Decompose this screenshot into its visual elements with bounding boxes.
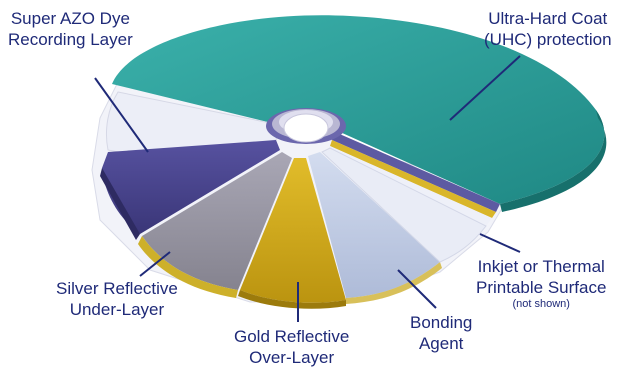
layer-stripes-right-gold	[330, 140, 496, 218]
label-inkjet-line1: Inkjet or Thermal	[477, 257, 605, 276]
azo-dye-wedge	[102, 140, 280, 234]
label-bonding: Bonding Agent	[410, 312, 472, 354]
uhc-coat-layer	[112, 15, 605, 205]
uhc-coat-edge	[500, 110, 607, 212]
center-hole	[283, 113, 329, 143]
label-azo-line1: Super AZO Dye	[10, 9, 130, 28]
label-silver: Silver Reflective Under-Layer	[56, 278, 178, 320]
leader-bonding	[397, 269, 437, 309]
leader-uhc	[449, 55, 521, 121]
label-gold-line2: Over-Layer	[249, 348, 335, 367]
label-gold: Gold Reflective Over-Layer	[234, 326, 349, 368]
label-bonding-line2: Agent	[418, 334, 464, 353]
printable-wedge-right	[321, 147, 487, 263]
label-uhc-line2: (UHC) protection	[484, 30, 612, 49]
leader-azo	[94, 77, 149, 153]
label-inkjet-line2: Printable Surface	[476, 278, 607, 297]
azo-dye-edge	[100, 168, 140, 240]
label-silver-line2: Under-Layer	[69, 300, 165, 319]
label-silver-line1: Silver Reflective	[56, 279, 178, 298]
gold-wedge	[240, 158, 346, 303]
leader-inkjet	[479, 233, 521, 253]
label-inkjet-note: (not shown)	[512, 298, 570, 310]
label-bonding-line1: Bonding	[410, 313, 473, 332]
label-gold-line1: Gold Reflective	[234, 327, 350, 346]
bonding-wedge-edge	[346, 262, 442, 304]
silver-wedge	[142, 152, 292, 290]
label-azo-line2: Recording Layer	[8, 30, 133, 49]
bonding-wedge	[308, 152, 440, 298]
label-uhc-line1: Ultra-Hard Coat	[488, 9, 608, 28]
label-uhc: Ultra-Hard Coat (UHC) protection	[484, 8, 612, 50]
label-inkjet: Inkjet or Thermal Printable Surface (not…	[476, 256, 606, 311]
gold-wedge-edge	[238, 290, 346, 309]
leader-silver	[139, 251, 171, 277]
silver-wedge-edge	[138, 236, 238, 298]
label-azo: Super AZO Dye Recording Layer	[8, 8, 133, 50]
layer-stripes-right	[332, 132, 500, 212]
layer-stripes-right-white	[326, 146, 492, 226]
